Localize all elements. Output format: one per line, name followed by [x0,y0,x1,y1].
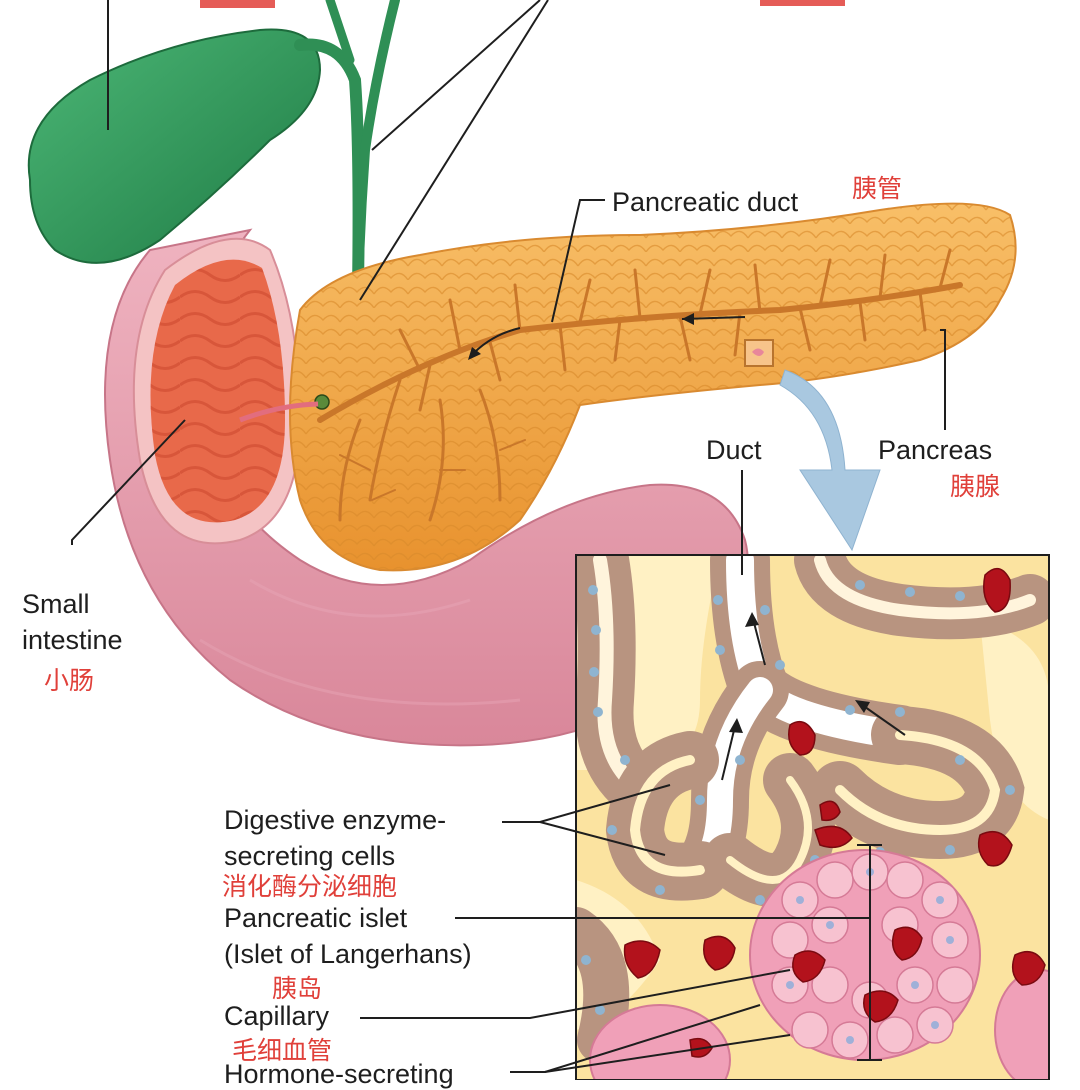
leader-lines [71,0,946,1073]
label-capillary: Capillary [224,1001,330,1031]
label-small-intestine-line1: Small [22,589,90,619]
gallbladder [27,0,400,415]
label-small-intestine-line2: intestine [22,625,123,655]
magnify-arrow [779,369,881,552]
label-duct: Duct [706,435,762,465]
label-pancreas-zh: 胰腺 [950,473,1001,501]
label-hormone-secreting: Hormone-secreting [224,1059,454,1089]
pancreatic-islet [749,849,981,1061]
label-pancreatic-duct-zh: 胰管 [852,175,903,203]
inset-micro-view [575,554,1050,1081]
label-pancreas: Pancreas [878,435,993,465]
label-digestive-zh: 消化酶分泌细胞 [222,873,398,901]
label-islet-line1: Pancreatic islet [224,903,408,933]
label-digestive-line1: Digestive enzyme- [224,805,447,835]
label-pancreatic-duct: Pancreatic duct [612,187,799,217]
label-islet-line2: (Islet of Langerhans) [224,939,472,969]
label-small-intestine-zh: 小肠 [44,667,95,695]
pancreas [239,202,1017,572]
label-digestive-line2: secreting cells [224,841,396,871]
label-capillary-zh: 毛细血管 [232,1037,333,1065]
label-islet-zh: 胰岛 [272,975,323,1003]
